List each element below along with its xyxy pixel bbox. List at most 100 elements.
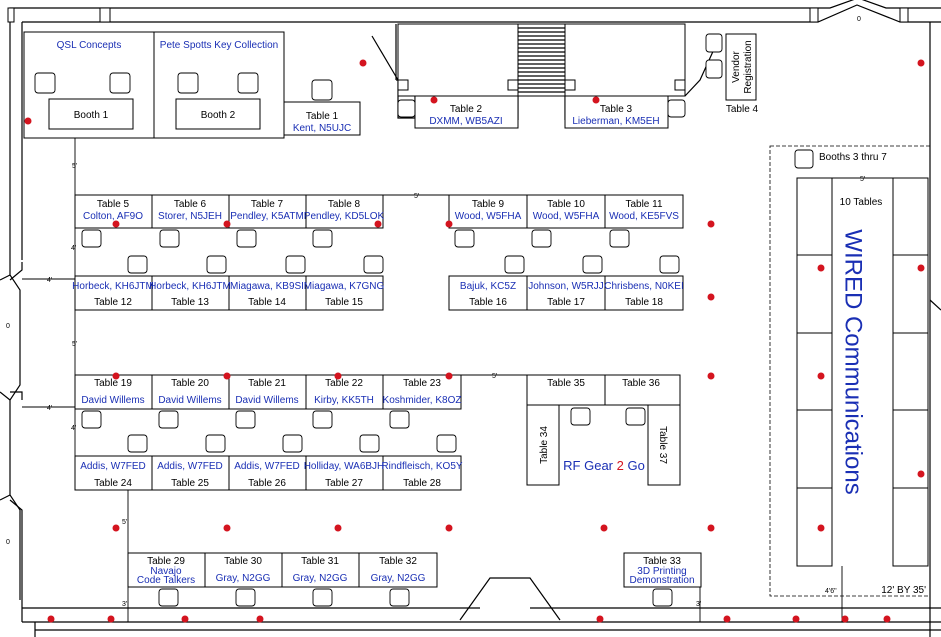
table-vendor: Wood, W5FHA — [533, 211, 600, 222]
booth-1[interactable]: QSL Concepts Booth 1 — [23, 31, 155, 139]
rf-name-part: RF Gear — [563, 458, 616, 473]
outlet-dot — [817, 524, 825, 532]
stairs — [517, 23, 566, 97]
table-29[interactable] — [127, 552, 206, 588]
table-4[interactable]: Vendor Registration Table 4 — [705, 33, 759, 115]
table-35[interactable] — [526, 374, 606, 406]
table-label: Table 11 — [625, 199, 663, 210]
outlet-dot — [223, 220, 231, 228]
table-vendor: David Willems — [235, 395, 298, 406]
table-label: Table 27 — [325, 478, 363, 489]
table-label: Table 20 — [171, 378, 209, 389]
chair — [34, 72, 56, 94]
chair — [236, 229, 257, 248]
booth-2[interactable]: Pete Spotts Key Collection Booth 2 — [153, 31, 285, 139]
table-27[interactable] — [305, 455, 384, 491]
table-label: Table 4 — [726, 104, 759, 115]
vendor-registration-line1: Vendor — [731, 50, 742, 82]
dimension-label: 5' — [492, 373, 497, 380]
table-vendor: Horbeck, KH6JTM — [72, 281, 154, 292]
outlet-dot — [917, 59, 925, 67]
dimension-label: 5' — [414, 193, 419, 200]
table-25[interactable] — [151, 455, 230, 491]
table-3[interactable]: Table 3 Lieberman, KM5EH — [564, 95, 686, 129]
table-label: Table 14 — [248, 297, 286, 308]
table-34[interactable] — [526, 404, 560, 486]
table-vendor: DXMM, WB5AZI — [429, 116, 502, 127]
dimension-label: 5' — [72, 163, 77, 170]
chair — [531, 229, 552, 248]
table-30[interactable] — [204, 552, 283, 588]
chair — [659, 255, 680, 274]
table-23[interactable] — [382, 374, 462, 410]
outlet-dot — [817, 372, 825, 380]
table-15[interactable] — [305, 275, 384, 311]
table-9[interactable] — [448, 194, 528, 229]
chair — [705, 33, 723, 53]
table-vendor: Colton, AF9O — [83, 211, 143, 222]
outlet-dot — [334, 372, 342, 380]
outlet-dot — [723, 615, 731, 623]
table-vendor: Gray, N2GG — [216, 573, 271, 584]
table-2[interactable]: Table 2 DXMM, WB5AZI — [397, 95, 519, 129]
vendor-registration-line2: Registration — [743, 40, 754, 93]
table-21[interactable] — [228, 374, 307, 410]
table-10[interactable] — [526, 194, 606, 229]
booths-3-7-label: Booths 3 thru 7 — [819, 152, 887, 163]
table-12[interactable] — [74, 275, 153, 311]
outlet-dot — [112, 372, 120, 380]
chair — [282, 434, 303, 453]
table-8[interactable] — [305, 194, 384, 229]
table-vendor: Addis, W7FED — [157, 461, 223, 472]
table-vendor: Navajo — [150, 566, 182, 577]
table-row-24-28: Addis, W7FED Table 24 Addis, W7FED Table… — [74, 434, 463, 491]
table-37[interactable] — [647, 404, 681, 486]
chair — [389, 410, 410, 429]
chair — [312, 410, 333, 429]
wall-mark: 0 — [857, 16, 861, 23]
chair — [81, 410, 102, 429]
outlet-dot — [596, 615, 604, 623]
outlet-dot — [430, 96, 438, 104]
table-14[interactable] — [228, 275, 307, 311]
dimension-label: 5' — [860, 176, 865, 183]
outlet-dot — [445, 524, 453, 532]
booth-2-vendor: Pete Spotts Key Collection — [160, 40, 278, 51]
table-24[interactable] — [74, 455, 153, 491]
power-outlets — [24, 59, 925, 623]
table-16[interactable] — [448, 275, 528, 311]
chair — [312, 229, 333, 248]
table-7[interactable] — [228, 194, 307, 229]
table-18[interactable] — [604, 275, 684, 311]
table-31[interactable] — [281, 552, 360, 588]
table-33[interactable]: Table 33 3D Printing Demonstration — [623, 552, 702, 607]
outlet-dot — [107, 615, 115, 623]
table-11[interactable] — [604, 194, 684, 229]
table-32[interactable] — [358, 552, 438, 588]
table-row-19-23: Table 19 David Willems Table 20 David Wi… — [74, 374, 462, 429]
booths-3-7[interactable]: Booths 3 thru 7 10 Tables WIRED Communic… — [769, 145, 931, 597]
table-1[interactable]: Table 1 Kent, N5UJC — [283, 79, 361, 136]
table-20[interactable] — [151, 374, 230, 410]
table-19[interactable] — [74, 374, 153, 410]
table-vendor: Addis, W7FED — [80, 461, 146, 472]
table-13[interactable] — [151, 275, 230, 311]
table-label: Table 24 — [94, 478, 132, 489]
booth-1-vendor: QSL Concepts — [57, 40, 122, 51]
table-vendor: Wood, KE5FVS — [609, 211, 679, 222]
table-label: Table 8 — [328, 199, 361, 210]
chair — [235, 410, 256, 429]
table-label: Table 36 — [622, 378, 660, 389]
table-vendor: David Willems — [158, 395, 221, 406]
booths-3-7-tables: 10 Tables — [840, 197, 883, 208]
table-label: Table 5 — [97, 199, 130, 210]
table-vendor: Gray, N2GG — [293, 573, 348, 584]
table-vendor: Pendley, KD5LOK — [304, 211, 385, 222]
table-vendor: Gray, N2GG — [371, 573, 426, 584]
table-36[interactable] — [604, 374, 681, 406]
dimension-label: 3' — [696, 601, 701, 608]
table-28[interactable] — [382, 455, 462, 491]
table-label: Table 19 — [94, 378, 132, 389]
table-label: Table 18 — [625, 297, 663, 308]
